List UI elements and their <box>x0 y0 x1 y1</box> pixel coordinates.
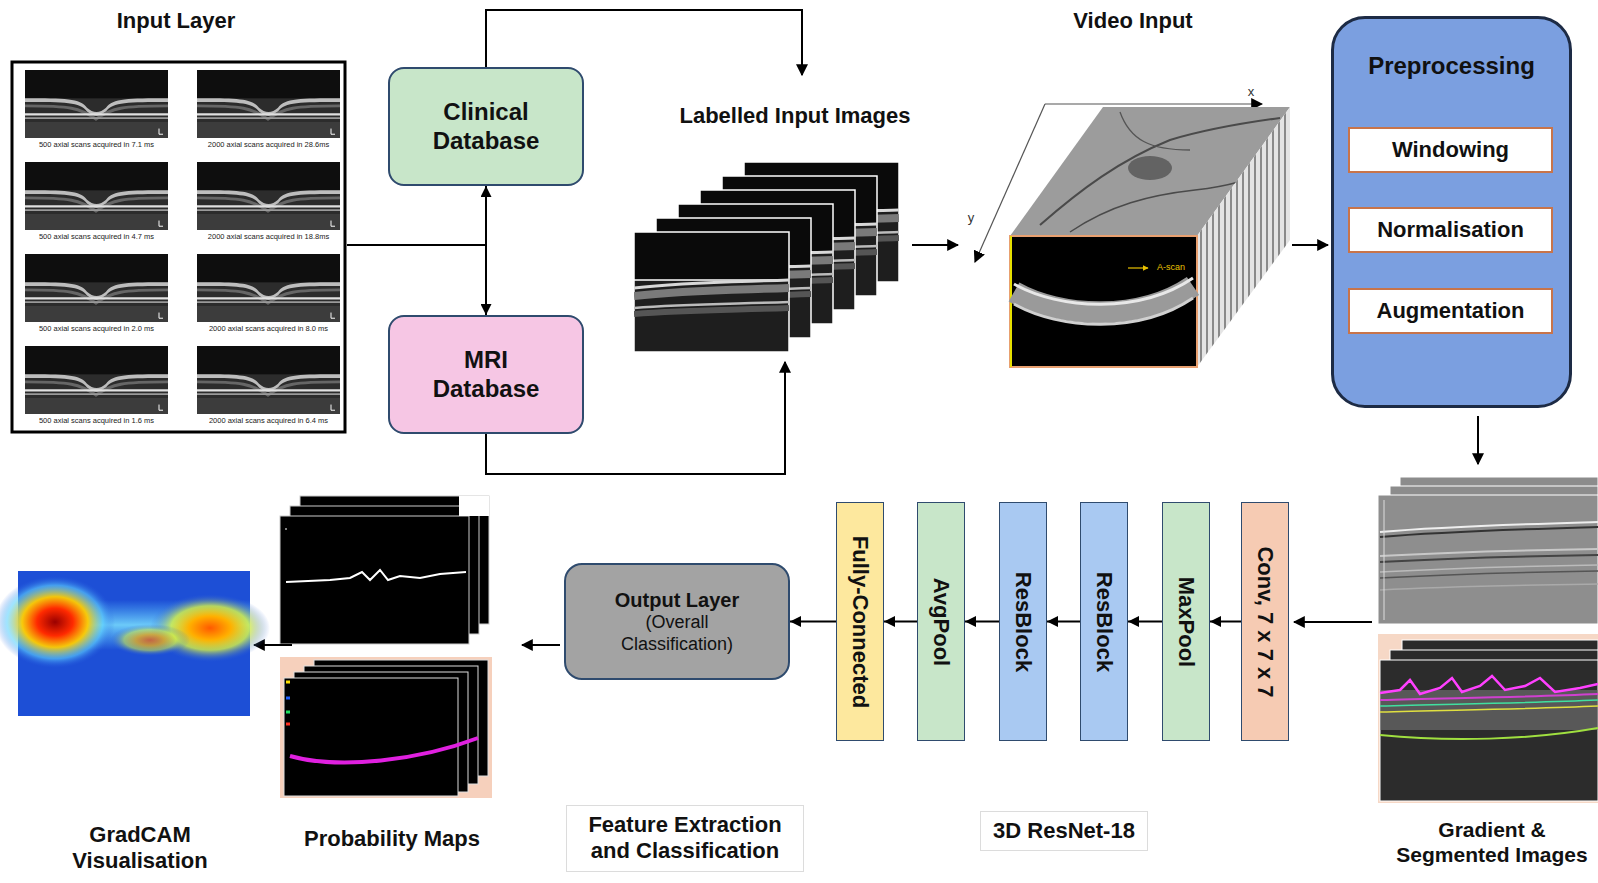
node-sublabel: (Overall Classification) <box>602 612 752 655</box>
step-box: Windowing <box>1348 127 1553 173</box>
scan-caption: 500 axial scans acquired in 7.1 ms <box>25 140 168 149</box>
node-label: ResBlock <box>1091 571 1117 671</box>
preprocessing-panel: PreprocessingWindowingNormalisationAugme… <box>1331 16 1572 408</box>
section-title-box: 3D ResNet-18 <box>980 811 1148 851</box>
database-box: MRI Database <box>388 315 584 434</box>
node-label: Fully-Connected <box>847 535 873 707</box>
scan-caption: 2000 axial scans acquired in 8.0 ms <box>197 324 340 333</box>
section-title-box: Feature Extraction and Classification <box>566 805 804 872</box>
layer-block: MaxPool <box>1162 502 1210 741</box>
scan-caption: 500 axial scans acquired in 4.7 ms <box>25 232 168 241</box>
scan-caption: 2000 axial scans acquired in 18.8ms <box>197 232 340 241</box>
section-title: Probability Maps <box>282 826 502 852</box>
section-title: Input Layer <box>86 8 266 34</box>
axis-label: y <box>964 210 978 226</box>
axis-label: x <box>1244 84 1258 100</box>
scan-caption: 2000 axial scans acquired in 28.6ms <box>197 140 340 149</box>
output-box: Output Layer(Overall Classification) <box>564 563 790 680</box>
node-label: MRI Database <box>411 346 561 404</box>
flow-arrow <box>1128 621 1162 623</box>
node-label: AvgPool <box>928 577 954 665</box>
section-title: Gradient & Segmented Images <box>1392 817 1592 867</box>
layer-block: ResBlock <box>999 502 1047 741</box>
section-title: GradCAM Visualisation <box>40 822 240 875</box>
node-label: Windowing <box>1392 137 1509 163</box>
scan-caption: 500 axial scans acquired in 2.0 ms <box>25 324 168 333</box>
node-label: Clinical Database <box>411 98 561 156</box>
flow-arrow <box>884 621 917 623</box>
section-title: Video Input <box>1043 8 1223 34</box>
step-box: Normalisation <box>1348 207 1553 253</box>
flow-arrow <box>1210 621 1241 623</box>
flow-arrow <box>485 186 487 315</box>
section-title: Labelled Input Images <box>665 103 925 129</box>
scan-label: A-scan <box>1150 262 1192 273</box>
node-label: Conv, 7 x 7 x 7 <box>1252 546 1278 697</box>
node-label: Preprocessing <box>1368 52 1535 81</box>
step-box: Augmentation <box>1348 288 1553 334</box>
node-label: Output Layer <box>615 588 739 612</box>
database-box: Clinical Database <box>388 67 584 186</box>
node-label: MaxPool <box>1173 576 1199 666</box>
layer-block: AvgPool <box>917 502 965 741</box>
layer-block: Fully-Connected <box>836 502 884 741</box>
flow-arrow <box>790 621 836 623</box>
node-label: Augmentation <box>1377 298 1525 324</box>
layer-block: Conv, 7 x 7 x 7 <box>1241 502 1289 741</box>
layer-block: ResBlock <box>1080 502 1128 741</box>
flow-arrow <box>965 621 999 623</box>
scan-caption: 2000 axial scans acquired in 6.4 ms <box>197 416 340 425</box>
node-label: Normalisation <box>1377 217 1524 243</box>
flow-arrow <box>1047 621 1080 623</box>
scan-caption: 500 axial scans acquired in 1.6 ms <box>25 416 168 425</box>
node-label: ResBlock <box>1010 571 1036 671</box>
